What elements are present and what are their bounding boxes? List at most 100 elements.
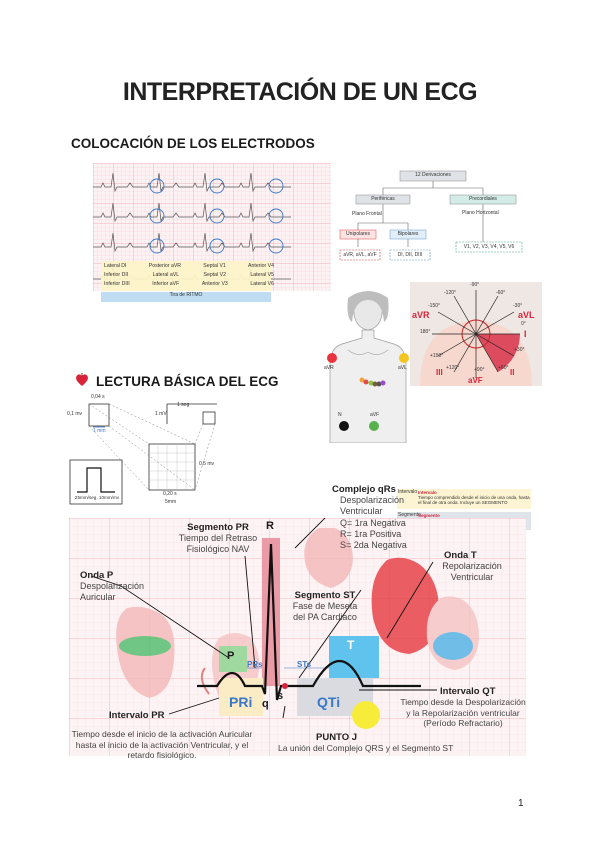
- lead-cell: Anterior V4: [248, 263, 274, 269]
- lead-cell: Septal V1: [203, 263, 226, 269]
- axis-lead-avf: aVF: [468, 376, 483, 385]
- hexaxial-svg: [420, 290, 532, 386]
- body-electrode-figure: aVR aVL N aVF: [318, 288, 418, 444]
- qrs-r: R= 1ra Positiva: [340, 528, 402, 539]
- tree-precordial: Precordiales: [469, 196, 497, 202]
- axis-label: -120°: [444, 290, 457, 296]
- legend-title: Segmento: [418, 513, 440, 518]
- pr-interval-title: Intervalo PR: [109, 710, 165, 721]
- axis-lead-avl: aVL: [518, 310, 535, 320]
- qrs-title: Complejo qRs: [332, 484, 396, 495]
- hexaxial-diagram: aVR aVL I II III aVF -120° -90° -60° -15…: [410, 282, 542, 386]
- box-qti-label: QTi: [317, 694, 341, 710]
- qt-interval-title: Intervalo QT: [440, 686, 496, 697]
- t-wave-desc: Repolarización Ventricular: [442, 561, 502, 583]
- tree-precordial-list: V1, V2, V3, V4, V5, V6: [463, 244, 515, 250]
- axis-label: -90°: [470, 282, 480, 288]
- rhythm-strip-label: Tira de RITMO: [169, 292, 203, 298]
- lead-cell: Posterior aVR: [148, 263, 182, 269]
- ecg-complex-svg: [69, 497, 526, 756]
- ecg-complex-diagram: R P T q s PRs STs PRi QTi: [69, 497, 526, 756]
- tree-plane-frontal: Plano Frontal: [352, 211, 382, 217]
- box-pri-label: PRi: [229, 694, 253, 710]
- paper-label-time-large: 0,20 s: [163, 491, 177, 497]
- lead-cell: Lateral DI: [104, 263, 127, 269]
- qrs-desc: Despolarización Ventricular: [340, 495, 405, 517]
- body-label-avr: aVR: [324, 365, 334, 371]
- paper-calibration: 25mm/seg, 10mm/mv: [74, 495, 120, 500]
- annotation-pr-segment: Segmento PR Tiempo del Retraso Fisiológi…: [170, 522, 266, 556]
- p-wave-title: Onda P: [80, 570, 114, 581]
- paper-label-mm: 1 mm: [93, 428, 106, 434]
- axis-lead-ii: II: [510, 368, 515, 377]
- j-point-desc: La unión del Complejo QRS y el Segmento …: [278, 743, 454, 753]
- axis-label: -30°: [513, 303, 523, 309]
- st-segment-title: Segmento ST: [294, 590, 356, 601]
- tree-root: 12 Derivaciones: [415, 172, 451, 178]
- leads-table-row: Inferior DIII Inferior aVF Anterior V3 L…: [104, 281, 274, 291]
- body-label-avl: aVL: [398, 365, 407, 371]
- p-wave-desc: Despolarización Auricular: [80, 581, 145, 603]
- wave-p-label: P: [227, 650, 235, 662]
- lead-cell: Septal V2: [203, 272, 226, 278]
- page-title: INTERPRETACIÓN DE UN ECG: [122, 78, 478, 106]
- axis-label: 180°: [420, 329, 431, 335]
- lead-cell: Inferior aVF: [152, 281, 180, 287]
- legend-key: Segmento: [398, 512, 421, 518]
- axis-label: +60°: [498, 365, 509, 371]
- legend-title: Intervalo: [418, 490, 437, 495]
- body-label-avf: aVF: [370, 412, 380, 418]
- wave-q-label: q: [262, 698, 269, 710]
- ecg-paper-svg: [69, 403, 217, 505]
- pr-segment-desc: Tiempo del Retraso Fisiológico NAV: [178, 533, 258, 555]
- derivations-tree-lines: [339, 170, 523, 261]
- tree-plane-horizontal: Plano Horizontal: [462, 210, 499, 216]
- leads-table-row: Lateral DI Posterior aVR Septal V1 Anter…: [104, 263, 274, 273]
- annotation-qt-interval: Intervalo QT Tiempo desde la Despolariza…: [398, 686, 528, 729]
- section-heading-ecg: LECTURA BÁSICA DEL ECG: [96, 374, 279, 389]
- ecg-12-lead-figure: [93, 163, 331, 313]
- legend-key: Intervalo: [398, 489, 418, 495]
- st-segment-desc: Fase de Meseta del PA Cardiaco: [292, 601, 358, 623]
- paper-label-volt-large: 0,5 mv: [199, 461, 215, 467]
- lead-cell: Lateral V6: [250, 281, 274, 287]
- tree-bipolar: Bipolares: [397, 231, 419, 237]
- box-sts-label: STs: [297, 660, 312, 669]
- paper-label-time-small: 0,04 s: [91, 394, 105, 400]
- paper-label-5mm: 5mm: [165, 499, 177, 505]
- axis-lead-avr: aVR: [412, 310, 430, 320]
- box-prs-label: PRs: [247, 660, 263, 669]
- leads-table-row: Inferior DII Lateral aVL Septal V2 Later…: [104, 272, 274, 282]
- annotation-p-wave: Onda P Despolarización Auricular: [80, 570, 160, 604]
- wave-r-label: R: [266, 520, 274, 532]
- body-label-n: N: [338, 412, 342, 418]
- ecg-paper-diagram: 0,04 s 0,1 mv 1 mm 1 seg 1 mV 0,5 mv 0,2…: [67, 392, 257, 510]
- tree-unipolar-list: aVR, aVL, aVF: [343, 252, 377, 258]
- wave-s-label: s: [277, 690, 284, 702]
- axis-lead-i: I: [524, 329, 527, 339]
- ecg-strip-svg: [93, 163, 331, 302]
- pr-interval-desc: Tiempo desde el inicio de la activación …: [71, 729, 253, 761]
- body-svg: [327, 291, 409, 444]
- wave-t-label: T: [347, 638, 355, 652]
- j-point-title: PUNTO J: [316, 732, 358, 743]
- page-number: 1: [518, 798, 524, 809]
- qrs-s: S= 2da Negativa: [340, 540, 407, 550]
- paper-label-second: 1 seg: [177, 402, 190, 408]
- pr-segment-title: Segmento PR: [187, 522, 249, 533]
- derivations-tree: 12 Derivaciones Periféricas Precordiales…: [338, 168, 528, 268]
- annotation-qrs: Complejo qRs Despolarización Ventricular…: [332, 484, 432, 551]
- axis-label: +150°: [430, 353, 444, 359]
- lead-cell: Lateral V5: [250, 272, 274, 278]
- axis-label: -150°: [428, 303, 441, 309]
- qt-interval-desc: Tiempo desde la Despolarización y la Rep…: [400, 697, 526, 729]
- section-heading-electrodes: COLOCACIÓN DE LOS ELECTRODOS: [71, 136, 315, 151]
- axis-lead-iii: III: [436, 368, 443, 377]
- lead-cell: Anterior V3: [201, 281, 228, 287]
- heart-icon: [74, 372, 90, 388]
- tree-peripheral: Periféricas: [371, 196, 395, 202]
- axis-label: -60°: [496, 290, 506, 296]
- tree-bipolar-list: DI, DII, DIII: [397, 252, 423, 258]
